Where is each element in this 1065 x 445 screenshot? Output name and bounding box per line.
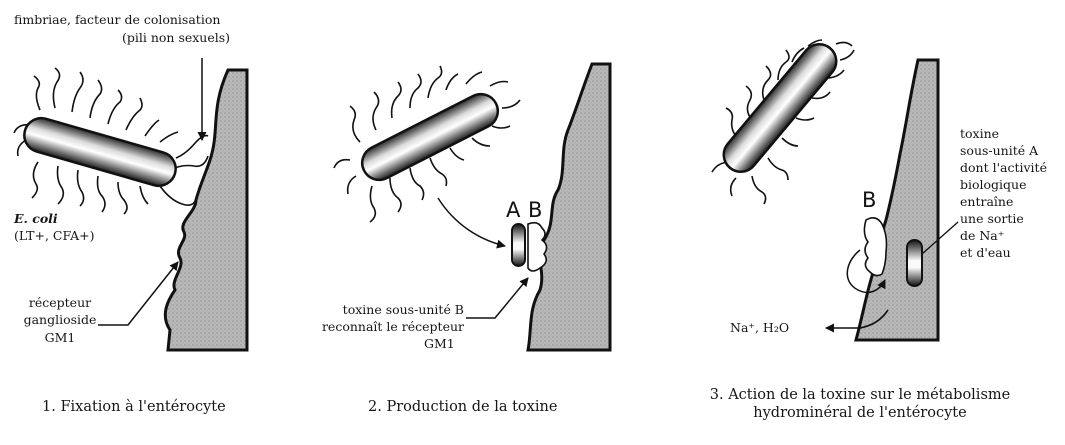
letter-b-panel-2: B <box>528 198 542 222</box>
toxin-subunit-b-2 <box>528 223 547 271</box>
label-receptor-1: récepteur <box>20 295 100 310</box>
toxin-subunit-a-2 <box>512 224 525 266</box>
caption-panel-3-line-1: 3. Action de la toxine sur le métabolism… <box>690 386 1030 404</box>
label-ecoli: E. coli <box>14 211 58 226</box>
label-lt-cfa: (LT+, CFA+) <box>14 228 94 243</box>
label-toxin-a-8: et d'eau <box>960 245 1011 260</box>
label-receptor-3: GM1 <box>20 330 100 345</box>
label-toxin-a-2: sous-unité A <box>960 143 1038 158</box>
label-toxin-b-3: GM1 <box>424 336 455 351</box>
enterocyte-surface-1 <box>165 70 247 350</box>
caption-panel-1: 1. Fixation à l'entérocyte <box>42 398 226 416</box>
ecoli-rod-3 <box>717 37 843 178</box>
label-fimbriae: fimbriae, facteur de colonisation <box>14 12 220 27</box>
arrow-receptor-2 <box>466 278 528 318</box>
toxin-subunit-a-3 <box>907 240 922 286</box>
label-toxin-a-6: une sortie <box>960 211 1024 226</box>
toxin-subunit-b-3 <box>864 218 886 276</box>
label-pili: (pili non sexuels) <box>122 30 230 45</box>
label-toxin-b-1: toxine sous-unité B <box>330 302 464 317</box>
label-toxin-a-3: dont l'activité <box>960 160 1047 175</box>
arrow-toxin-secretion-2 <box>438 198 505 246</box>
label-na-h2o: Na⁺, H₂O <box>730 320 789 335</box>
label-toxin-a-4: biologique <box>960 177 1027 192</box>
caption-panel-2: 2. Production de la toxine <box>368 398 557 416</box>
label-toxin-b-2: reconnaît le récepteur <box>320 319 464 334</box>
label-toxin-a-1: toxine <box>960 126 999 141</box>
ecoli-rod-1 <box>20 114 179 190</box>
label-toxin-a-5: entraîne <box>960 194 1013 209</box>
letter-b-panel-3: B <box>862 188 876 212</box>
label-receptor-2: ganglioside <box>20 312 100 327</box>
panel-3-action <box>712 37 958 340</box>
letter-a-panel-2: A <box>506 198 520 222</box>
label-toxin-a-7: de Na⁺ <box>960 228 1004 243</box>
caption-panel-3-line-2: hydrominéral de l'entérocyte <box>690 404 1030 422</box>
